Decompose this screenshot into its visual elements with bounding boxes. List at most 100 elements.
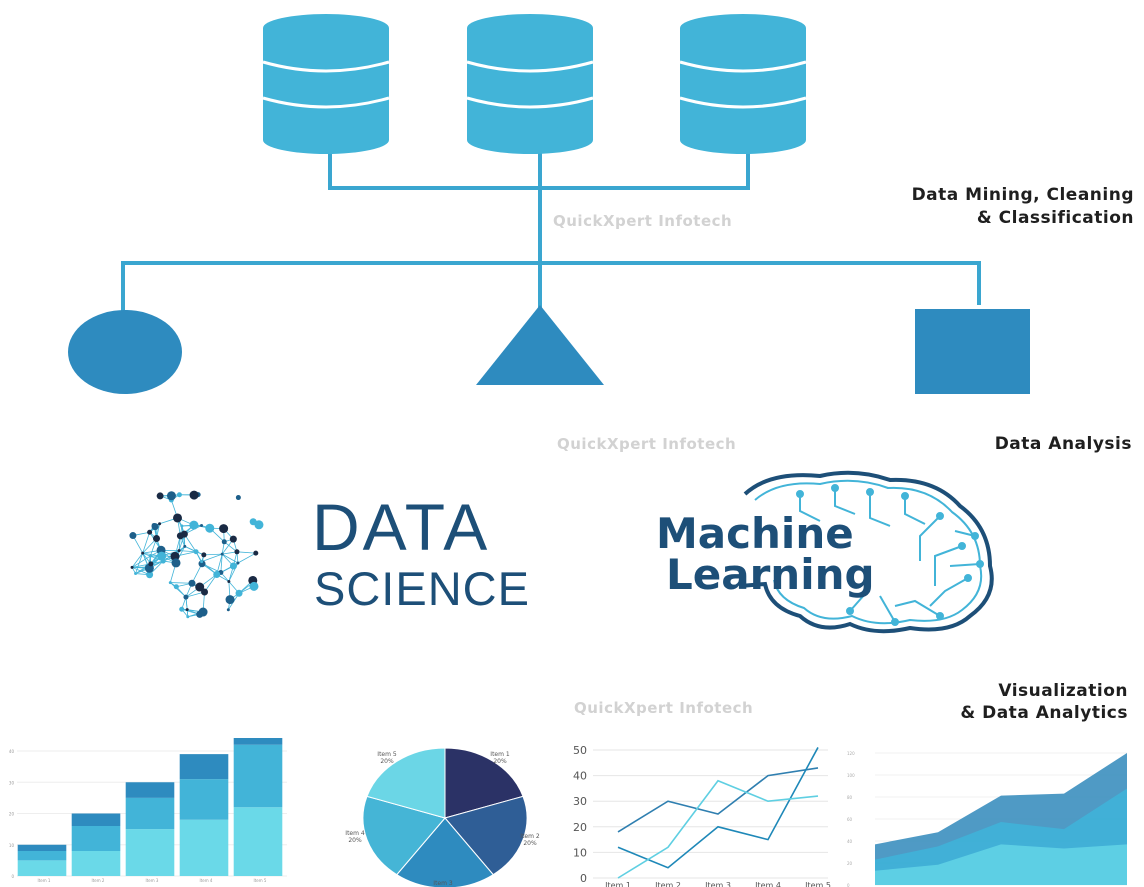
network-link	[220, 554, 223, 573]
network-node	[225, 595, 235, 605]
network-node	[177, 549, 181, 553]
network-node	[234, 549, 240, 555]
bar-segment	[179, 754, 229, 780]
y-tick-label: 10	[573, 846, 587, 859]
pie-slice	[444, 747, 524, 819]
network-node	[130, 565, 134, 569]
pie-slice-percent: 20%	[493, 758, 507, 765]
bar-segment	[17, 851, 67, 861]
network-node	[129, 532, 137, 540]
network-node	[146, 571, 154, 579]
pie-slice	[444, 795, 528, 876]
pie-slice	[366, 747, 446, 819]
network-link	[224, 541, 238, 553]
network-node	[168, 581, 172, 585]
x-tick-label: Item 1	[605, 881, 631, 887]
visualization-line-2: & Data Analytics	[960, 703, 1128, 723]
data-analysis-label: Data Analysis	[994, 434, 1132, 454]
network-node	[171, 558, 181, 568]
y-tick-label: 40	[573, 770, 587, 783]
pie-slice-percent: 20%	[380, 758, 394, 765]
network-node	[198, 607, 208, 617]
circle-shape	[68, 310, 182, 394]
bar-segment	[71, 851, 121, 876]
data-science-title-line-2: SCIENCE	[314, 562, 530, 615]
network-node	[189, 490, 199, 500]
area-series	[875, 844, 1127, 885]
network-node	[186, 615, 190, 619]
y-tick-label: 0	[11, 874, 14, 879]
network-node	[173, 584, 179, 590]
network-link	[204, 574, 218, 593]
network-node	[249, 581, 259, 591]
bar-segment	[17, 860, 67, 876]
network-node	[183, 544, 187, 548]
network-node	[148, 554, 152, 558]
y-tick-label: 120	[847, 751, 855, 756]
database-icon	[679, 14, 807, 154]
line-series	[617, 779, 819, 879]
network-node	[221, 539, 227, 545]
pie-slice	[362, 795, 446, 876]
network-link	[184, 533, 197, 552]
x-tick-label: Item 3	[705, 881, 731, 887]
bar-segment	[17, 844, 67, 851]
network-node	[254, 520, 264, 530]
bar-segment	[125, 797, 175, 830]
network-node	[147, 529, 153, 535]
network-node	[173, 513, 183, 523]
y-tick-label: 20	[847, 861, 853, 866]
y-tick-label: 40	[9, 749, 15, 754]
y-tick-label: 10	[9, 843, 15, 848]
visualization-label: Visualization & Data Analytics	[960, 680, 1128, 724]
pie-slice	[396, 817, 494, 887]
y-tick-label: 20	[573, 821, 587, 834]
x-tick-label: Item 4	[755, 881, 781, 887]
watermark: QuickXpert Infotech	[557, 435, 737, 453]
pie-slice-label: Item 2	[520, 833, 540, 840]
network-node	[176, 532, 184, 540]
network-node	[226, 608, 230, 612]
pie-slice-percent: 20%	[348, 837, 362, 844]
network-node	[235, 495, 241, 501]
y-tick-label: 50	[573, 744, 587, 757]
network-node	[201, 552, 207, 558]
y-tick-label: 30	[573, 795, 587, 808]
line-series	[617, 767, 819, 833]
pie-chart: Item 120%Item 220%Item 320%Item 420%Item…	[345, 747, 540, 887]
network-node	[158, 522, 162, 526]
y-tick-label: 80	[847, 795, 853, 800]
network-link	[237, 552, 256, 564]
network-node	[195, 582, 205, 592]
machine-learning-title-line-1: Machine	[656, 509, 854, 558]
network-link	[179, 550, 197, 553]
network-node	[235, 589, 243, 597]
x-tick-label: Item 1	[38, 878, 51, 883]
network-link	[185, 597, 189, 617]
brain-circuit-icon	[739, 470, 994, 634]
bar-segment	[71, 813, 121, 826]
y-tick-label: 0	[847, 883, 850, 887]
network-link	[203, 553, 223, 556]
connector-lines	[121, 140, 981, 312]
network-node	[151, 522, 157, 528]
network-node	[188, 579, 196, 587]
network-link	[201, 553, 223, 562]
bar-segment	[233, 744, 283, 808]
data-science-title-line-1: DATA	[312, 490, 491, 564]
network-node	[236, 561, 240, 565]
y-tick-label: 100	[847, 773, 855, 778]
network-link	[236, 551, 256, 554]
triangle-shape	[476, 305, 604, 385]
bar-segment	[71, 826, 121, 851]
x-tick-label: Item 2	[655, 881, 681, 887]
network-node	[253, 550, 259, 556]
network-node	[179, 606, 185, 612]
y-tick-label: 60	[847, 817, 853, 822]
x-tick-label: Item 5	[254, 878, 267, 883]
bar-segment	[233, 738, 283, 745]
network-node	[166, 491, 176, 501]
bar-segment	[125, 782, 175, 798]
